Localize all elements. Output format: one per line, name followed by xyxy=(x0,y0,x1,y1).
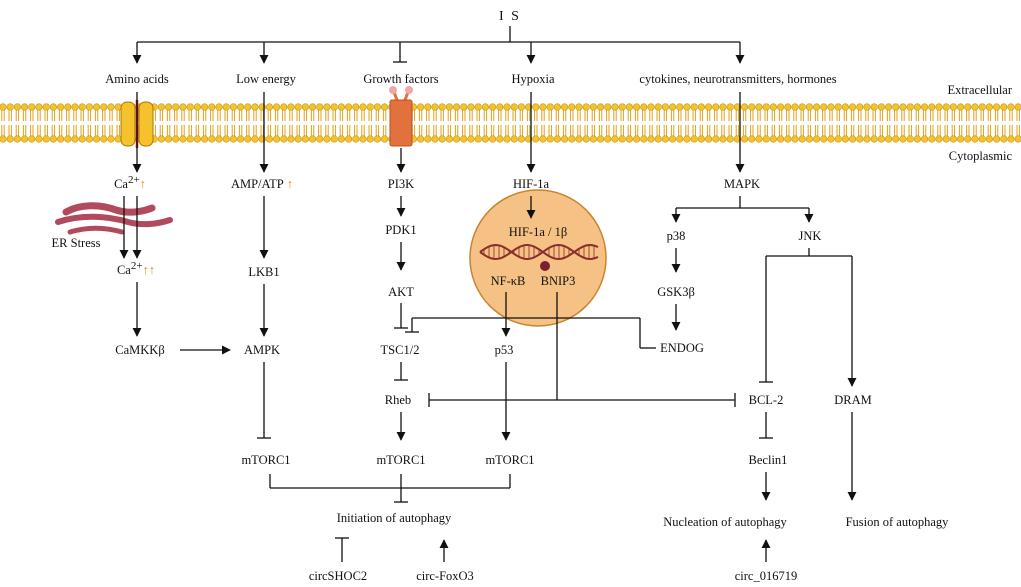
endoplasmic-reticulum-icon xyxy=(55,202,173,235)
node-pi3k: PI3K xyxy=(388,177,414,191)
node-beclin1: Beclin1 xyxy=(749,453,788,467)
node-hif-complex: HIF-1a / 1β xyxy=(509,225,567,239)
node-jnk: JNK xyxy=(799,229,822,243)
node-mtorc1-c: mTORC1 xyxy=(485,453,534,467)
region-extracellular: Extracellular xyxy=(947,83,1012,97)
node-akt: AKT xyxy=(388,285,414,299)
node-lkb1: LKB1 xyxy=(248,265,279,279)
dna-helix-icon xyxy=(479,243,599,261)
diagram-title: I S xyxy=(499,9,521,24)
node-ca-up: Ca2+↑ xyxy=(114,174,146,191)
node-camkkb: CaMKKβ xyxy=(115,343,164,357)
stimulus-amino-acids: Amino acids xyxy=(105,72,169,86)
regulator-circ-016719: circ_016719 xyxy=(735,569,797,583)
node-nfkb: NF-κB xyxy=(491,274,526,288)
nucleus-icon xyxy=(469,189,607,327)
growth-factor-receptor-icon xyxy=(389,86,413,147)
node-mapk: MAPK xyxy=(724,177,760,191)
node-mtorc1-a: mTORC1 xyxy=(241,453,290,467)
regulator-circ-foxo3: circ-FoxO3 xyxy=(416,569,474,583)
stimulus-growth-factors: Growth factors xyxy=(363,72,438,86)
node-er-stress: ER Stress xyxy=(52,236,101,250)
regulator-circshoc2: circSHOC2 xyxy=(309,569,367,583)
node-endog: ENDOG xyxy=(660,341,704,355)
node-amp-atp: AMP/ATP↑ xyxy=(231,177,293,191)
node-tsc12: TSC1/2 xyxy=(381,343,420,357)
node-ampk: AMPK xyxy=(244,343,280,357)
outcome-initiation: Initiation of autophagy xyxy=(337,511,452,525)
node-mtorc1-b: mTORC1 xyxy=(376,453,425,467)
stimulus-hypoxia: Hypoxia xyxy=(511,72,555,86)
cell-membrane xyxy=(0,103,1021,143)
node-hif1a: HIF-1a xyxy=(513,177,550,191)
node-gsk3b: GSK3β xyxy=(657,285,695,299)
node-rheb: Rheb xyxy=(385,393,411,407)
stimulus-cytokines: cytokines, neurotransmitters, hormones xyxy=(639,72,836,86)
outcome-nucleation: Nucleation of autophagy xyxy=(663,515,787,529)
node-p53: p53 xyxy=(495,343,514,357)
top-branch-lines xyxy=(132,26,745,64)
node-p38: p38 xyxy=(667,229,686,243)
node-pdk1: PDK1 xyxy=(385,223,416,237)
region-cytoplasmic: Cytoplasmic xyxy=(949,149,1013,163)
node-bcl2: BCL-2 xyxy=(749,393,784,407)
node-ca-upup: Ca2+↑↑ xyxy=(117,260,155,277)
outcome-fusion: Fusion of autophagy xyxy=(846,515,950,529)
node-bnip3: BNIP3 xyxy=(541,274,576,288)
node-dram: DRAM xyxy=(834,393,872,407)
stimulus-low-energy: Low energy xyxy=(236,72,297,86)
